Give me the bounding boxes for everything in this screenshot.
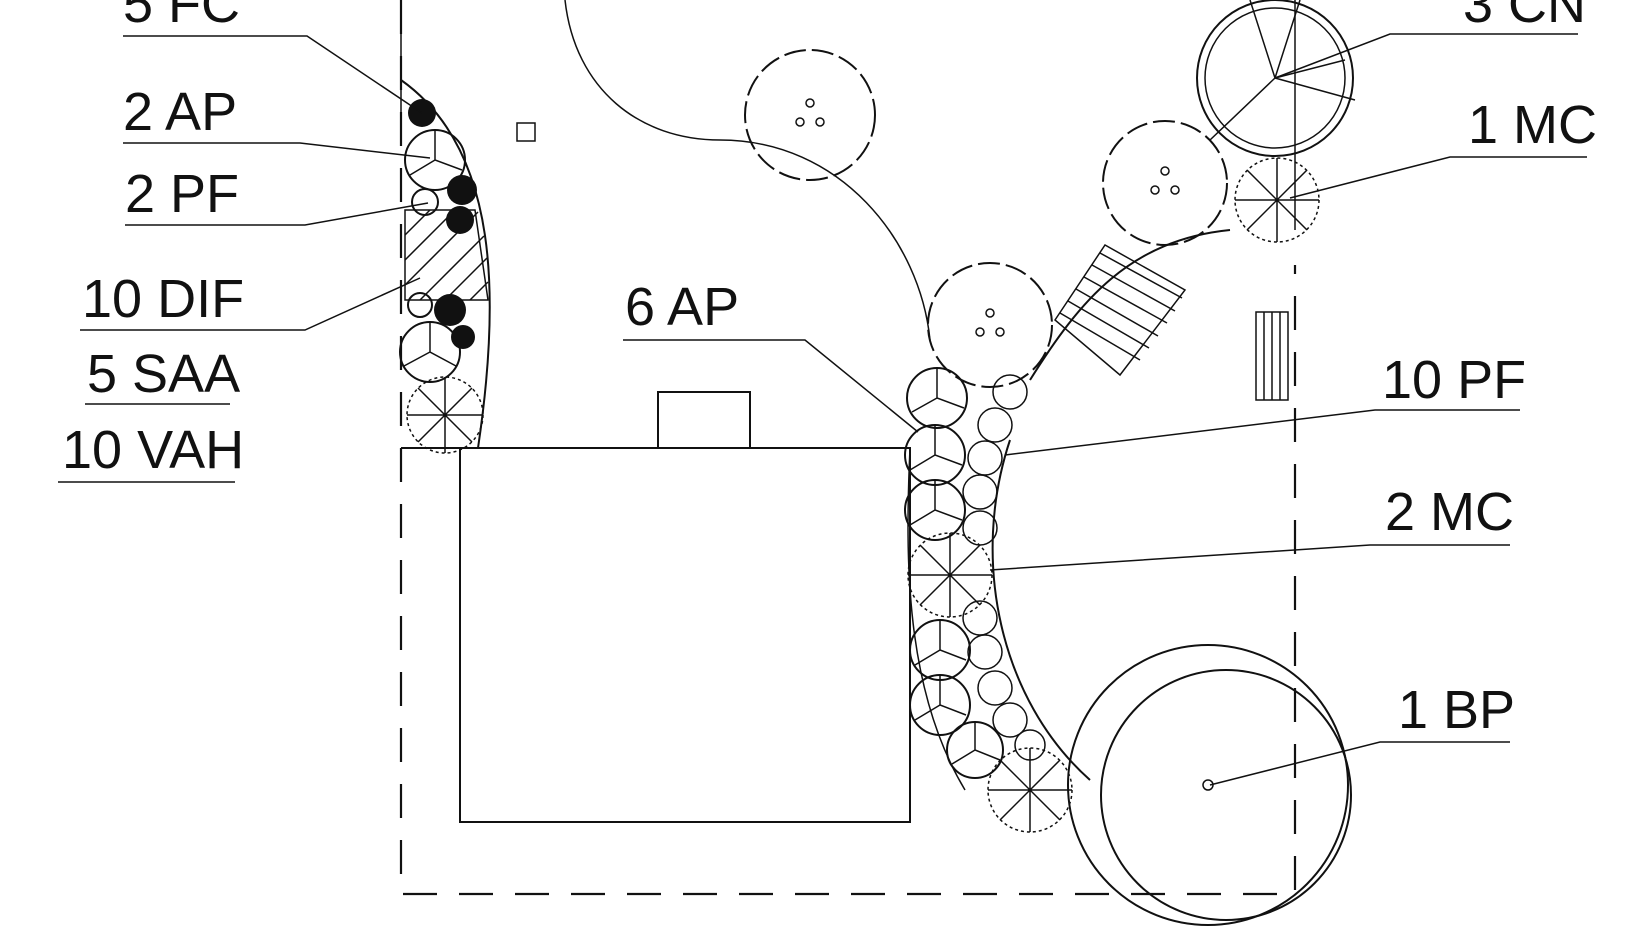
plant-labels: 5 FC 2 AP 2 PF 10 DIF 5 SAA 10 VAH 6 AP …: [62, 0, 1597, 740]
house-step: [657, 391, 751, 449]
label-3-cn: 3 CN: [1463, 0, 1586, 34]
label-5-fc: 5 FC: [123, 0, 240, 34]
leader-lines: [58, 33, 1587, 786]
shrubs-ap: [399, 129, 1004, 779]
trees-scalloped: [744, 49, 1228, 388]
tree-cn: [1196, 0, 1356, 157]
label-1-bp: 1 BP: [1398, 680, 1515, 740]
label-2-mc: 2 MC: [1385, 482, 1514, 542]
hatched-bed: [404, 209, 489, 301]
label-5-saa: 5 SAA: [87, 344, 240, 404]
label-1-mc: 1 MC: [1468, 95, 1597, 155]
tree-bp: [1067, 644, 1352, 926]
shrubs-spiky: [406, 157, 1320, 833]
right-planting-bed: [1029, 229, 1231, 381]
label-10-dif: 10 DIF: [82, 269, 244, 329]
house-footprint: [401, 122, 1289, 823]
property-boundary: [399, 0, 1297, 896]
label-10-vah: 10 VAH: [62, 420, 244, 480]
label-2-ap: 2 AP: [123, 82, 237, 142]
label-2-pf: 2 PF: [125, 164, 239, 224]
shrubs-pf: [962, 374, 1046, 761]
label-10-pf: 10 PF: [1382, 350, 1526, 410]
shrubs-dark: [407, 99, 477, 349]
left-planting-bed: [400, 79, 491, 449]
small-marker: [516, 122, 536, 142]
stepping-path: [1054, 244, 1187, 377]
label-6-ap: 6 AP: [625, 277, 739, 337]
bed-outlines: [400, 0, 1231, 791]
